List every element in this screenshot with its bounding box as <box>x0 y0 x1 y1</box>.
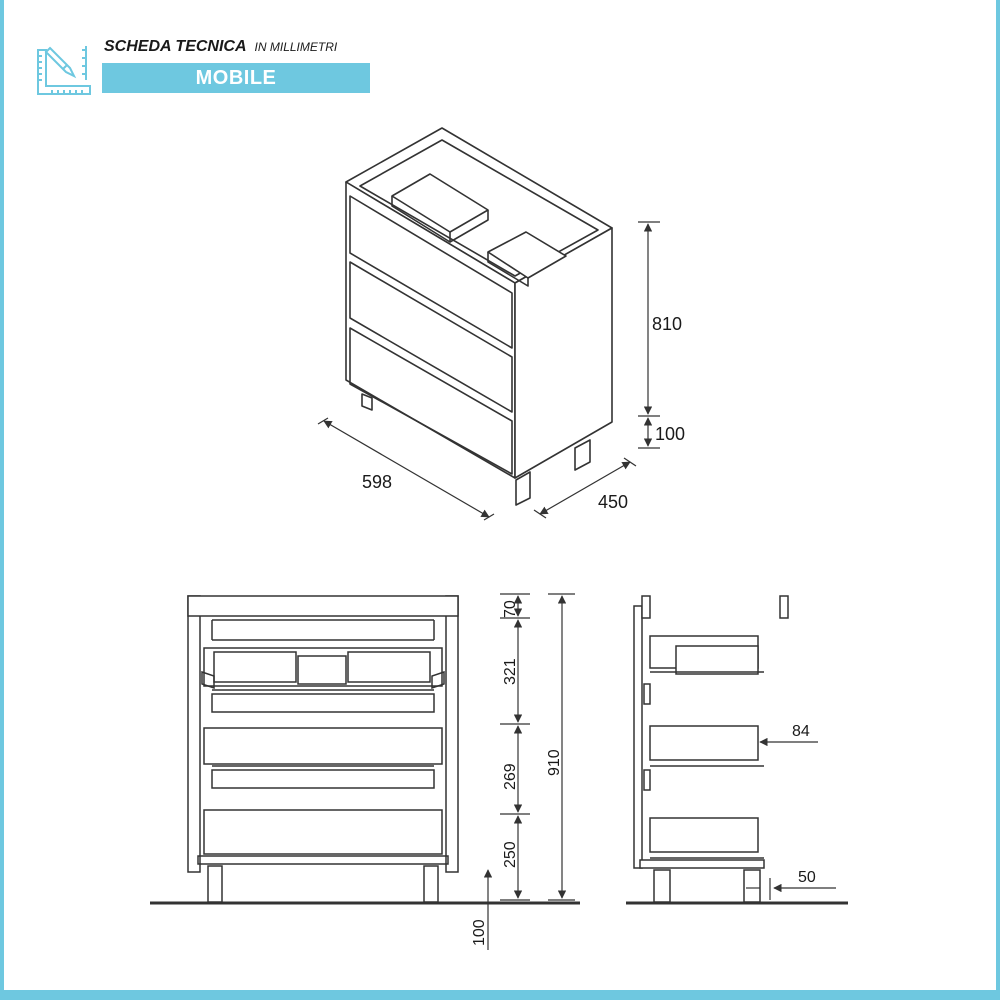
side-leg-offset-label: 50 <box>798 869 816 886</box>
iso-height-cabinet-label: 810 <box>652 314 682 334</box>
front-dim-drawer2-label: 269 <box>502 763 519 790</box>
iso-depth-dim <box>533 457 637 519</box>
bottom-accent-bar <box>0 990 1000 1000</box>
front-dims <box>483 593 575 950</box>
iso-width-label: 598 <box>362 472 392 492</box>
side-drawer-offset-label: 84 <box>792 723 810 740</box>
front-cabinet <box>150 595 580 905</box>
side-cabinet <box>626 595 848 905</box>
ruler-pencil-icon <box>37 46 91 95</box>
iso-width-dim <box>317 417 495 521</box>
iso-height-legs-label: 100 <box>655 424 685 444</box>
header-banner: MOBILE <box>102 63 370 93</box>
front-dim-legs-label: 100 <box>471 919 488 946</box>
iso-cabinet <box>345 127 613 506</box>
front-dim-top-label: 70 <box>502 600 519 618</box>
iso-depth-label: 450 <box>598 492 628 512</box>
front-dim-drawer1-label: 321 <box>502 658 519 685</box>
iso-height-dims <box>638 221 660 449</box>
front-dim-total-label: 910 <box>546 749 563 776</box>
header-subtitle: IN MILLIMETRI <box>254 40 338 54</box>
side-dims <box>746 737 836 900</box>
front-dim-drawer3-label: 250 <box>502 841 519 868</box>
